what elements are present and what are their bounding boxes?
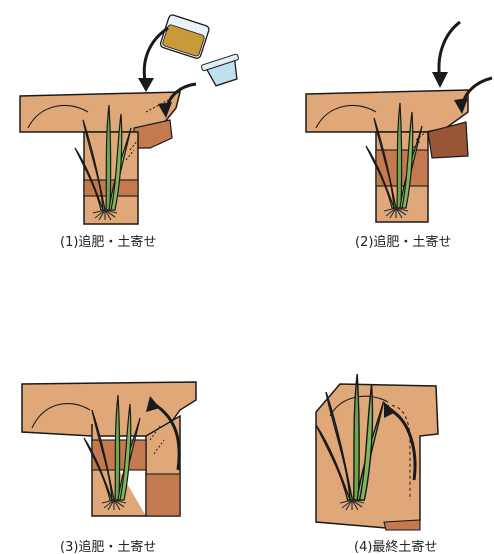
scoop-icon [201,54,245,89]
soil-ridge [316,384,438,528]
panel-2 [306,22,492,222]
arrow-icon [439,22,460,80]
trench-layer [146,474,180,516]
panel-2-caption: (2)追肥・土寄せ [355,234,451,250]
panel-3-caption: (3)追肥・土寄せ [60,539,156,554]
panel-4-caption: (4)最終土寄せ [354,539,437,554]
fertilizer-jar-icon [159,14,209,59]
soil-surface [306,90,468,132]
panel-4 [316,374,438,530]
panel-1 [20,14,245,224]
panel-3 [22,382,196,516]
panel-1-caption: (1)追肥・土寄せ [60,234,156,250]
soil-ridge-dark [384,520,420,530]
